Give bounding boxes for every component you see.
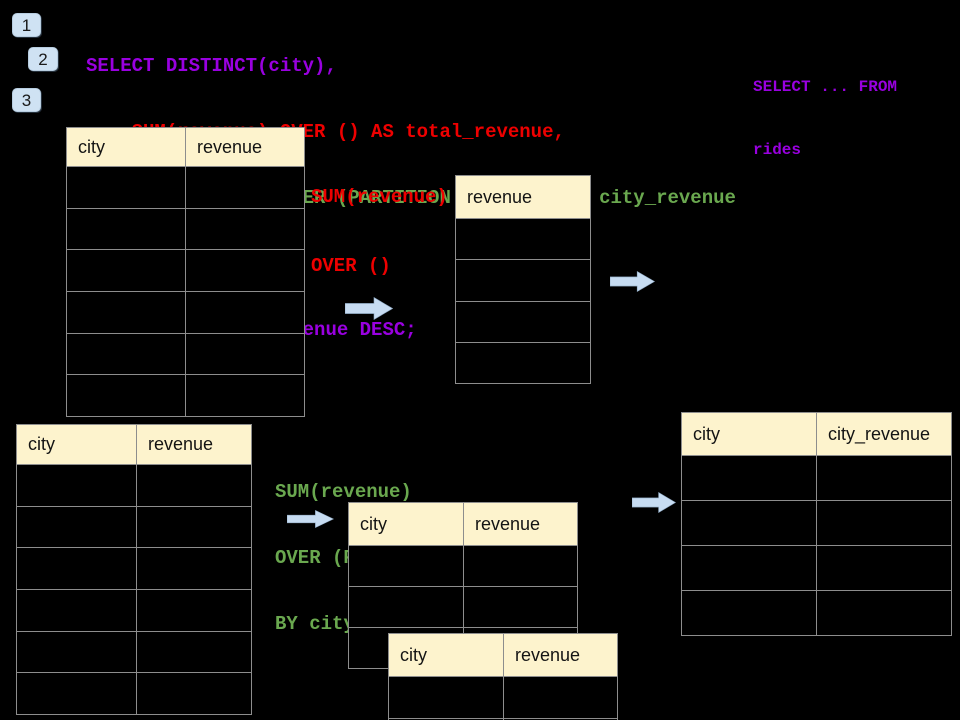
- step-badge-1: 1: [12, 13, 41, 37]
- side-query-note: SELECT ... FROM rides: [753, 35, 897, 203]
- column-header-revenue: revenue: [463, 503, 577, 545]
- column-header-revenue: revenue: [467, 186, 533, 207]
- table-row: [682, 545, 951, 590]
- table-total-revenue-result: revenue: [455, 175, 591, 385]
- column-header-city: city: [360, 513, 387, 534]
- column-header-city: city: [693, 423, 720, 444]
- column-header-city: city: [78, 136, 105, 157]
- column-header-revenue: revenue: [503, 634, 617, 676]
- column-header-revenue: revenue: [185, 128, 304, 166]
- table-row: [389, 676, 617, 718]
- table-rides-source-bottom: city revenue: [16, 424, 252, 716]
- table-header-row: city revenue: [17, 425, 251, 464]
- side-query-line-1: SELECT ... FROM: [753, 78, 898, 96]
- table-city-revenue-result: city city_revenue: [681, 412, 952, 636]
- annotation-total-line-2: OVER (): [311, 255, 391, 277]
- table-row: [67, 332, 304, 375]
- table-row: [17, 464, 251, 506]
- table-row: [67, 291, 304, 333]
- table-header-row: city revenue: [349, 503, 577, 545]
- table-row: [682, 590, 951, 635]
- table-row: [456, 218, 590, 259]
- table-row: [456, 300, 590, 342]
- sql-line-select: SELECT DISTINCT(city),: [86, 55, 337, 77]
- table-row: [67, 374, 304, 417]
- table-row: [17, 589, 251, 631]
- column-header-revenue: revenue: [136, 425, 251, 464]
- flow-arrow-right-icon: [610, 271, 655, 292]
- table-row: [67, 166, 304, 208]
- table-rides-source-top: city revenue: [66, 127, 305, 418]
- flow-arrow-right-icon: [287, 510, 334, 528]
- table-row: [682, 455, 951, 500]
- step-badge-2: 2: [28, 47, 58, 71]
- table-row: [17, 630, 251, 673]
- table-row: [67, 249, 304, 292]
- table-row: [67, 207, 304, 250]
- step-badge-3: 3: [12, 88, 41, 112]
- table-header-row: city city_revenue: [682, 413, 951, 455]
- column-header-city-revenue: city_revenue: [816, 413, 951, 455]
- table-row: [389, 717, 617, 720]
- flow-arrow-right-icon: [345, 297, 393, 320]
- annotation-partition-line-1: SUM(revenue): [275, 481, 412, 503]
- column-header-city: city: [28, 434, 55, 454]
- table-header-row: city revenue: [67, 128, 304, 166]
- annotation-sum-over-total: SUM(revenue) OVER (): [311, 140, 448, 324]
- table-row: [349, 545, 577, 586]
- side-query-line-2: rides: [753, 141, 802, 159]
- flow-arrow-right-icon: [632, 492, 676, 513]
- table-row: [17, 547, 251, 590]
- table-header-row: city revenue: [389, 634, 617, 676]
- table-row: [17, 672, 251, 715]
- column-header-city: city: [400, 644, 427, 665]
- table-row: [456, 341, 590, 383]
- annotation-total-line-1: SUM(revenue): [311, 186, 448, 208]
- table-partition-step-overlay: city revenue: [388, 633, 618, 720]
- table-row: [17, 505, 251, 548]
- table-row: [456, 259, 590, 300]
- table-header-row: revenue: [456, 176, 590, 218]
- table-row: [349, 586, 577, 627]
- table-row: [682, 500, 951, 545]
